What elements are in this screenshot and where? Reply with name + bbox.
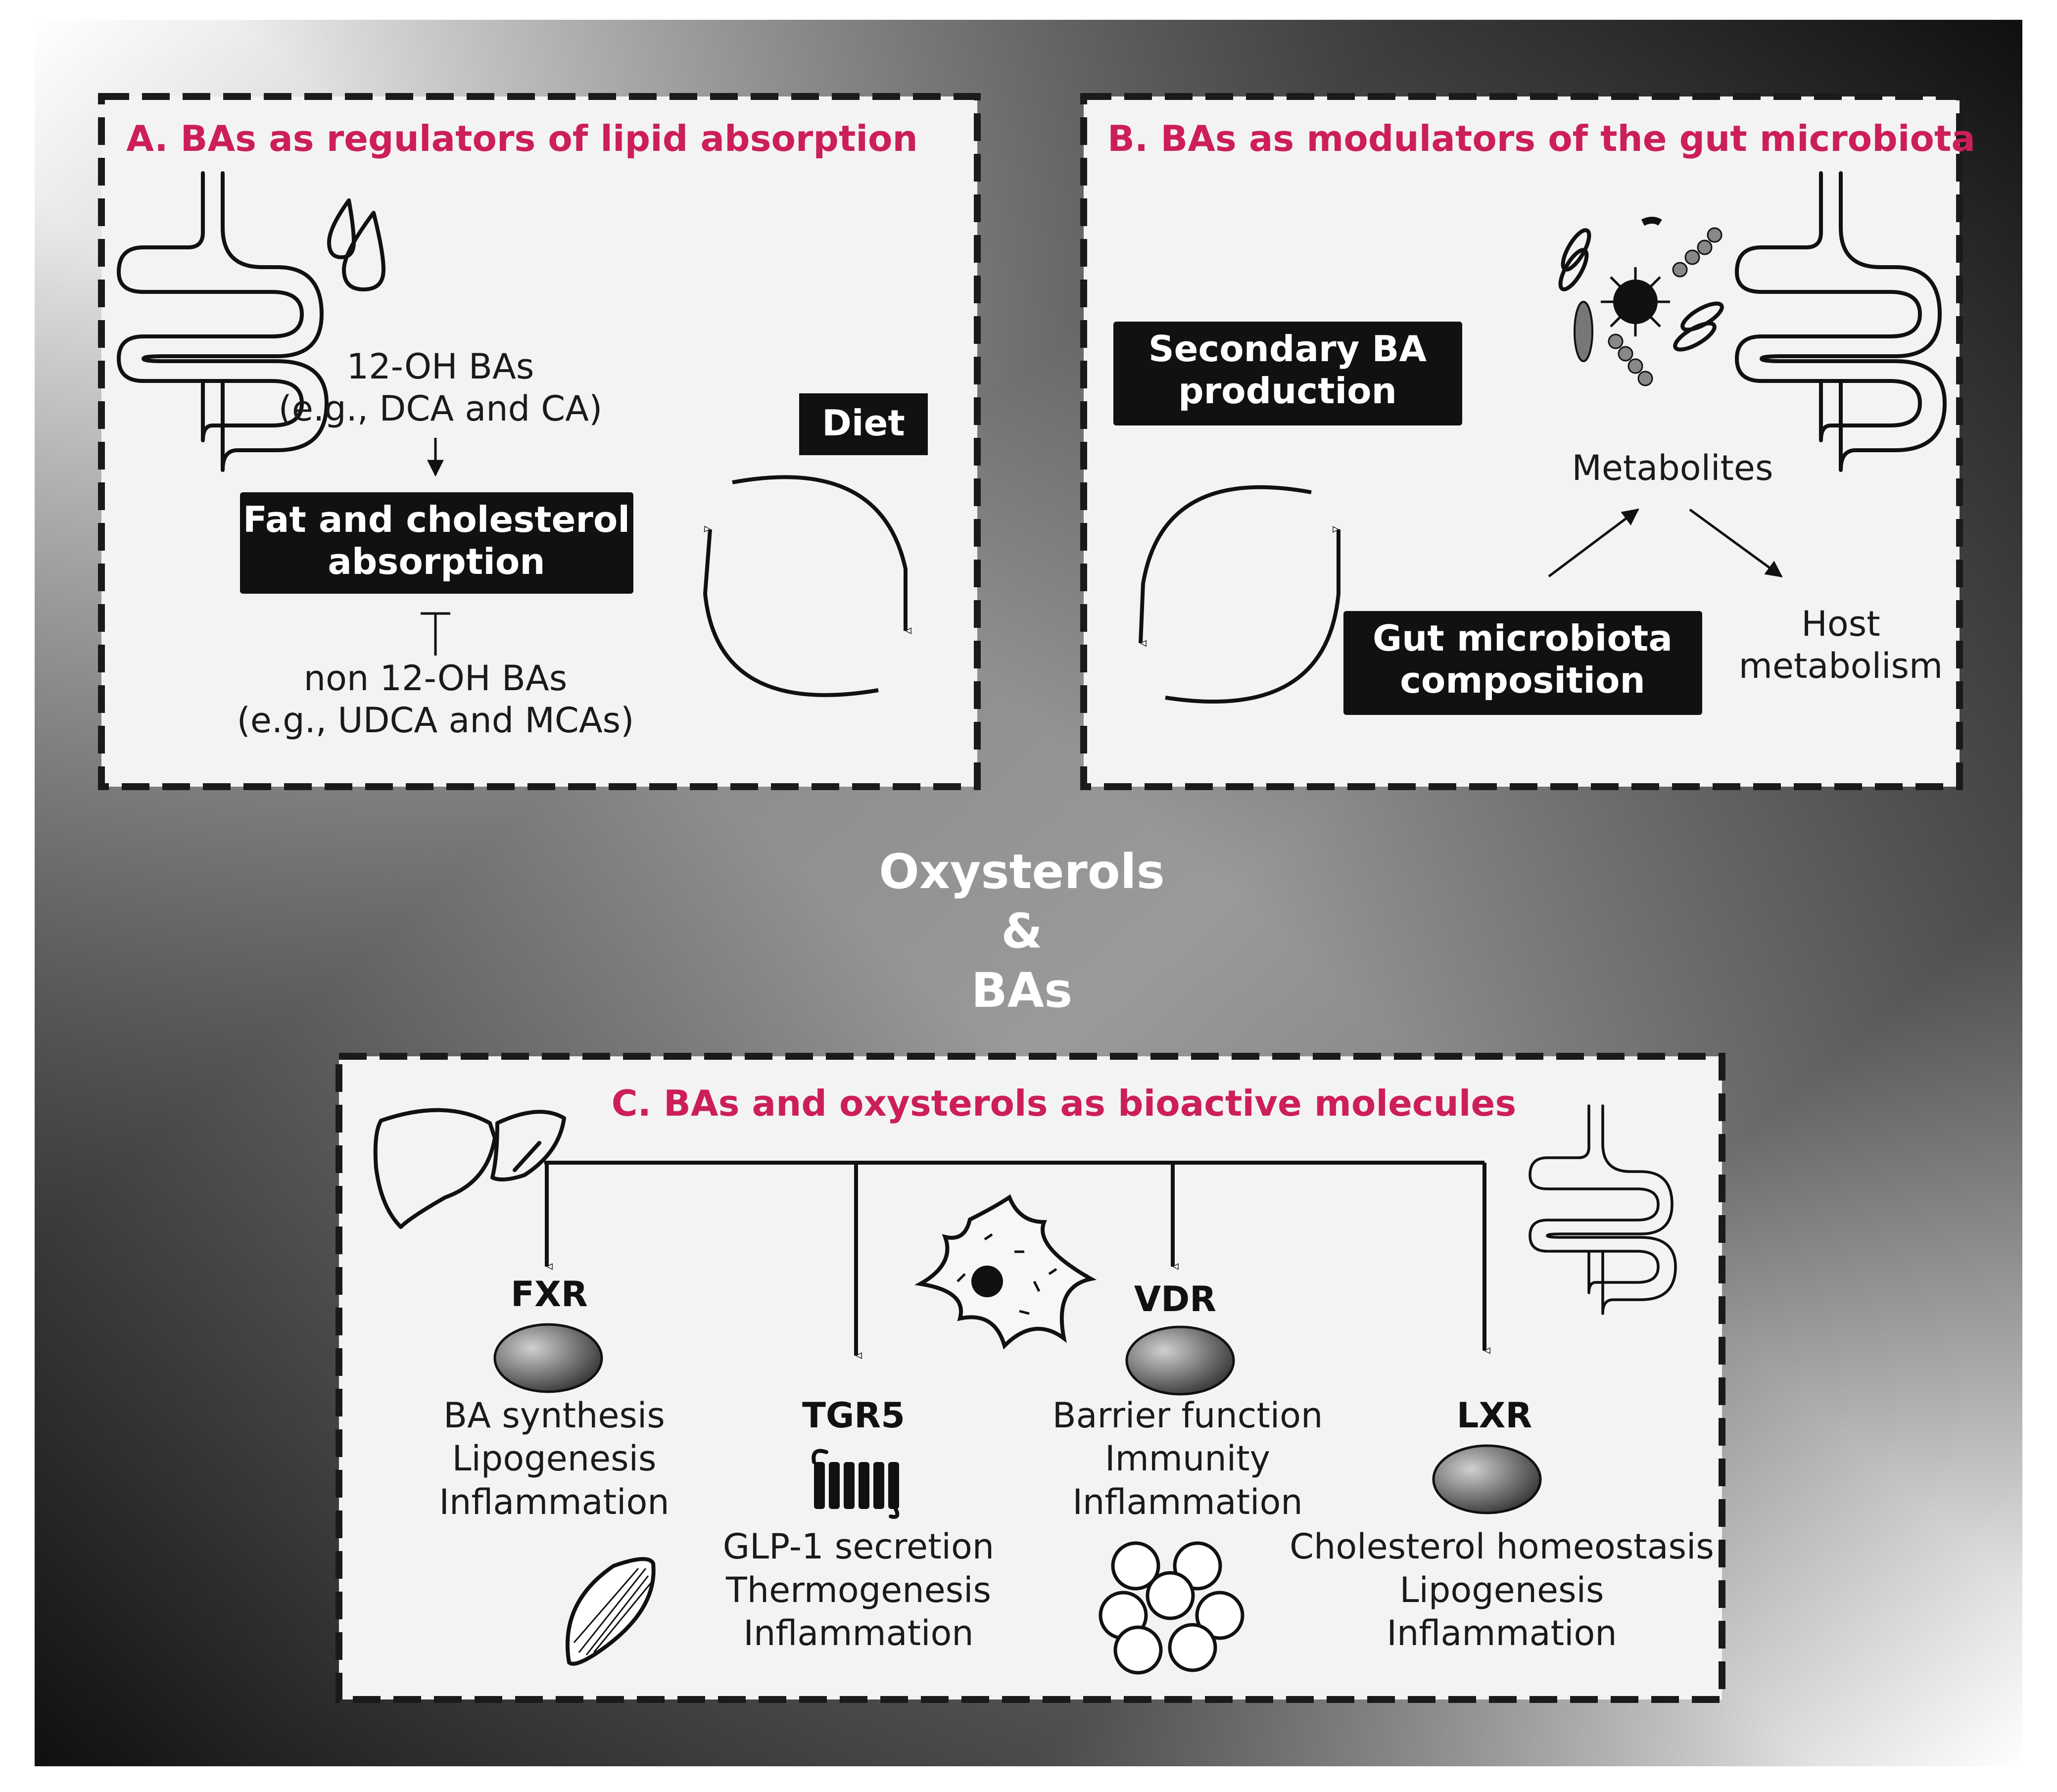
fat-absorption-label-1: Fat and cholesterol (243, 499, 630, 540)
tgr5-label: TGR5 (802, 1395, 905, 1436)
lxr-function-2: Lipogenesis (1399, 1570, 1604, 1610)
oh12-bas-label: 12-OH BAs (347, 346, 534, 387)
receptor-branch-arrows (544, 1161, 1484, 1356)
secondary-ba-label-1: Secondary BA (1148, 328, 1427, 370)
metabolites-to-host-arrow (1689, 508, 1783, 578)
secondary-ba-label-2: production (1178, 370, 1397, 412)
fxr-function-1: BA synthesis (443, 1395, 665, 1436)
fxr-function-3: Inflammation (439, 1482, 669, 1522)
host-metabolism-label-1: Host (1801, 604, 1880, 644)
intestine-icon-c (1529, 1104, 1677, 1315)
host-metabolism-label-2: metabolism (1739, 646, 1943, 686)
liver-icon (373, 1108, 566, 1229)
cycle-arrows-b (1139, 485, 1340, 704)
fat-absorption-label-2: absorption (328, 541, 545, 582)
vdr-function-1: Barrier function (1052, 1395, 1323, 1436)
gut-microbiota-label-2: composition (1400, 660, 1645, 701)
secondary-ba-box (1113, 322, 1462, 425)
center-title-oxysterols: Oxysterols (879, 844, 1165, 899)
macrophage-icon (914, 1194, 1097, 1350)
panel-b-title: B. BAs as modulators of the gut microbio… (1107, 118, 1975, 159)
center-title-ampersand: & (1001, 903, 1043, 959)
center-title-bas: BAs (971, 963, 1073, 1018)
intestine-icon-b (1735, 171, 1947, 472)
muscle-icon (566, 1557, 656, 1666)
panel-b: B. BAs as modulators of the gut microbio… (1080, 93, 1975, 790)
panel-a-title: A. BAs as regulators of lipid absorption (126, 118, 918, 159)
gut-microbiota-label-1: Gut microbiota (1373, 617, 1673, 659)
membrane-receptor-icon (812, 1449, 900, 1519)
bacteria-icon (1558, 217, 1724, 386)
gut-to-metabolites-arrow (1548, 508, 1639, 577)
fxr-function-2: Lipogenesis (452, 1438, 656, 1479)
fxr-label: FXR (511, 1274, 588, 1315)
panel-c-title: C. BAs and oxysterols as bioactive molec… (612, 1083, 1516, 1124)
vdr-receptor-shape (1125, 1325, 1235, 1396)
vdr-function-3: Inflammation (1072, 1482, 1302, 1522)
non12-bas-label: non 12-OH BAs (304, 658, 567, 699)
cycle-arrows-a (703, 475, 906, 697)
lxr-receptor-shape (1432, 1444, 1542, 1514)
inhibit-arrow (421, 612, 450, 656)
diet-label: Diet (822, 402, 905, 444)
intestine-icon (117, 171, 329, 472)
adipocytes-icon (1099, 1541, 1244, 1675)
tgr5-function-2: Thermogenesis (725, 1570, 991, 1610)
non12-bas-examples: (e.g., UDCA and MCAs) (237, 700, 634, 741)
fxr-receptor-shape (493, 1323, 603, 1393)
vdr-function-2: Immunity (1105, 1438, 1270, 1479)
lxr-function-3: Inflammation (1387, 1613, 1617, 1653)
tgr5-function-1: GLP-1 secretion (723, 1526, 994, 1567)
panel-a: A. BAs as regulators of lipid absorption… (98, 93, 981, 790)
tgr5-function-3: Inflammation (743, 1613, 973, 1653)
lxr-label: LXR (1457, 1395, 1532, 1436)
vdr-label: VDR (1134, 1279, 1216, 1320)
panel-c: C. BAs and oxysterols as bioactive molec… (335, 1053, 1725, 1703)
diet-box (799, 393, 928, 455)
droplets-icon (327, 198, 385, 291)
lxr-function-1: Cholesterol homeostasis (1290, 1526, 1714, 1567)
metabolites-label: Metabolites (1572, 448, 1773, 488)
fat-absorption-box (240, 492, 633, 594)
oh12-bas-examples: (e.g., DCA and CA) (279, 388, 603, 429)
gut-microbiota-box (1343, 611, 1702, 715)
